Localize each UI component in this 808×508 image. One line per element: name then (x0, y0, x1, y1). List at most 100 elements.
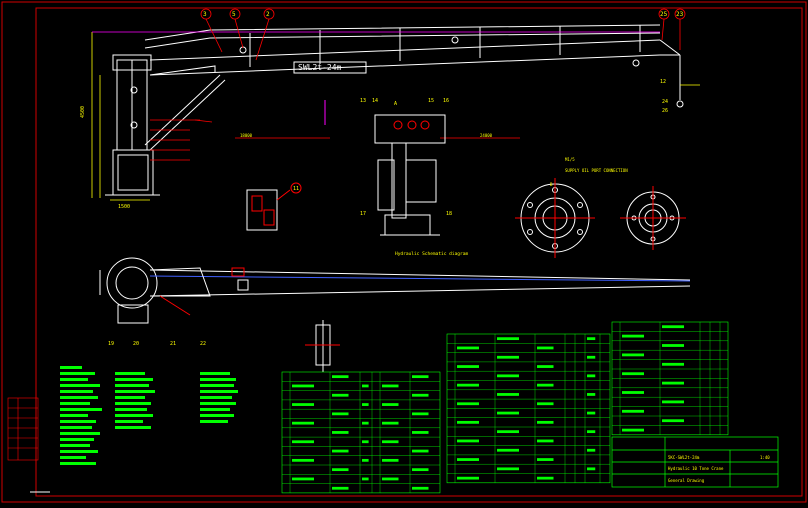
svg-text:5: 5 (232, 11, 236, 18)
parts-table-cell-mark (537, 420, 554, 424)
parts-table-cell-mark (292, 421, 314, 425)
parts-table-cell-mark (362, 458, 369, 462)
svg-text:22: 22 (200, 341, 206, 347)
svg-text:16: 16 (443, 98, 449, 104)
right-balloons: 12 24 26 (660, 79, 668, 114)
parts-table-cell-mark (587, 430, 596, 434)
title-block (611, 436, 779, 488)
svg-text:26: 26 (662, 108, 668, 114)
parts-table-cell-mark (412, 449, 429, 453)
parts-table-cell-mark (412, 412, 429, 416)
view-b-label: B (550, 182, 553, 187)
parts-table-cell-mark (412, 375, 429, 379)
parts-table-cell-mark (457, 365, 479, 368)
parts-table-cell-mark (497, 393, 519, 396)
dimension-lines (91, 31, 700, 201)
parts-table-cell-mark (537, 402, 554, 406)
parts-table-cell-mark (292, 440, 314, 444)
title-sheet: General Drawing (668, 478, 705, 483)
technical-notes (60, 366, 238, 465)
boom-label-box (293, 61, 367, 74)
svg-text:17: 17 (360, 211, 366, 217)
svg-text:2: 2 (266, 11, 270, 18)
svg-text:12: 12 (660, 79, 666, 85)
parts-table-cell-mark (332, 412, 349, 416)
view-a-label: A (394, 101, 397, 107)
dim-tip: 24000 (480, 133, 493, 138)
plan-red-box (231, 267, 245, 277)
parts-table-cell-mark (332, 468, 349, 472)
parts-table-cell-mark (662, 381, 684, 385)
parts-table-cell-mark (457, 383, 479, 387)
parts-table-cell-mark (497, 411, 519, 415)
svg-text:21: 21 (170, 341, 176, 347)
parts-table-cell-mark (587, 467, 596, 471)
parts-table-cell-mark (457, 476, 479, 480)
svg-text:19: 19 (108, 341, 114, 347)
title-scale: 1:40 (760, 455, 770, 460)
svg-text:13: 13 (360, 98, 366, 104)
parts-table-cell-mark (457, 439, 479, 443)
section-title: Hydraulic Schematic diagram (395, 251, 468, 257)
boom-label: SWL2t-24m (298, 63, 342, 72)
parts-table-cell-mark (622, 353, 644, 357)
title-name: Hydraulic 10 Tone Crane (668, 466, 724, 471)
flange-title-sub: SUPPLY OIL PORT CONNECTION (565, 168, 628, 173)
parts-table-cell-mark (362, 403, 369, 406)
parts-list (281, 321, 729, 494)
pedestal-callouts (150, 119, 213, 161)
parts-table-cell-mark (412, 486, 429, 490)
parts-table-cell-mark (622, 391, 644, 394)
parts-table-cell-mark (292, 458, 314, 462)
drawing-border (35, 7, 803, 497)
parts-table-cell-mark (332, 375, 349, 379)
parts-table-cell-mark (497, 467, 519, 471)
parts-table-cell-mark (587, 337, 596, 341)
parts-table-cell-mark (587, 393, 596, 396)
title-part-no: 5KC-SWL2t-24m (668, 455, 700, 460)
parts-table-cell-mark (362, 440, 369, 444)
plan-balloons: 19 20 21 22 (108, 341, 206, 347)
balloon-circles (200, 8, 686, 61)
parts-table-cell-mark (662, 344, 684, 347)
parts-table-cell-mark (662, 362, 684, 366)
parts-table-cell-mark (457, 420, 479, 424)
parts-table-cell-mark (622, 409, 644, 413)
parts-table-cell-mark (382, 421, 399, 425)
parts-table-cell-mark (382, 477, 399, 481)
parts-table-cell-mark (332, 449, 349, 453)
parts-table-cell-mark (332, 486, 349, 490)
parts-table-cell-mark (457, 346, 479, 350)
parts-table-cell-mark (497, 374, 519, 378)
svg-text:20: 20 (133, 341, 139, 347)
parts-table-cell-mark (537, 439, 554, 443)
dim-left-long: 4500 (80, 106, 86, 118)
svg-text:3: 3 (203, 11, 207, 18)
parts-table-cell-mark (497, 448, 519, 452)
parts-table-cell-mark (587, 355, 596, 359)
parts-table-cell-mark (457, 402, 479, 406)
parts-table-cell-mark (382, 458, 399, 462)
parts-table-cell-mark (362, 421, 369, 425)
svg-text:14: 14 (372, 98, 378, 104)
section-balloons: 13 14 15 16 17 18 (360, 98, 452, 217)
parts-table-cell-mark (382, 384, 399, 388)
flange-large (515, 178, 595, 258)
parts-table-cell-mark (622, 334, 644, 338)
svg-text:24: 24 (662, 99, 668, 105)
parts-table (281, 371, 441, 494)
parts-table-cell-mark (292, 477, 314, 481)
crane-plan-view (99, 257, 691, 324)
parts-table-cell-mark (412, 468, 429, 472)
detail-view (246, 182, 302, 231)
parts-table-cell-mark (537, 383, 554, 387)
parts-table-cell-mark (622, 428, 644, 432)
dim-mid: 18000 (240, 133, 253, 138)
svg-text:25: 25 (660, 11, 668, 18)
parts-table-cell-mark (457, 458, 479, 461)
parts-table-cell-mark (332, 431, 349, 434)
revision-table (7, 397, 39, 461)
parts-table-cell-mark (362, 477, 369, 481)
